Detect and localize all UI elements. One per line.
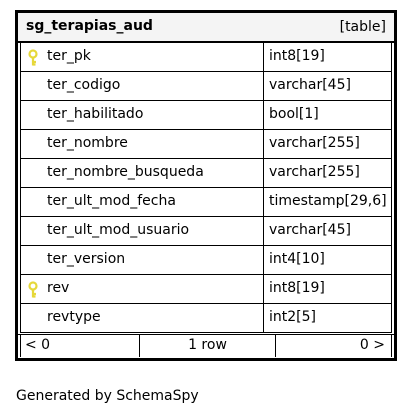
column-type: int2[5] — [269, 309, 316, 325]
column-name: ter_pk — [47, 48, 91, 64]
column-type: int8[19] — [269, 280, 325, 296]
column-name: ter_habilitado — [47, 106, 144, 122]
column-type-cell: int2[5] — [264, 304, 392, 332]
column-name-cell: ter_ult_mod_usuario — [20, 217, 264, 245]
key-icon — [28, 281, 38, 298]
column-type: varchar[255] — [269, 164, 360, 180]
column-type: timestamp[29,6] — [269, 193, 387, 209]
column-name: ter_ult_mod_fecha — [47, 193, 176, 209]
column-name-cell: ter_ult_mod_fecha — [20, 188, 264, 216]
row-count: 1 row — [140, 335, 276, 357]
column-type: varchar[255] — [269, 135, 360, 151]
column-name-cell: ter_codigo — [20, 72, 264, 100]
column-type: varchar[45] — [269, 77, 351, 93]
column-name: ter_nombre — [47, 135, 128, 151]
column-type: int8[19] — [269, 48, 325, 64]
column-row[interactable]: ter_ult_mod_usuario varchar[45] — [20, 217, 392, 246]
column-name-cell: ter_pk — [20, 43, 264, 71]
column-row[interactable]: ter_ult_mod_fecha timestamp[29,6] — [20, 188, 392, 217]
column-row[interactable]: ter_nombre varchar[255] — [20, 130, 392, 159]
column-name: revtype — [47, 309, 101, 325]
column-name-cell: ter_nombre — [20, 130, 264, 158]
column-name-cell: ter_habilitado — [20, 101, 264, 129]
column-row[interactable]: ter_nombre_busqueda varchar[255] — [20, 159, 392, 188]
column-row[interactable]: ter_habilitado bool[1] — [20, 101, 392, 130]
column-type: bool[1] — [269, 106, 319, 122]
column-type: int4[10] — [269, 251, 325, 267]
column-row[interactable]: ter_pk int8[19] — [20, 43, 392, 72]
column-type-cell: varchar[255] — [264, 159, 392, 187]
column-name: ter_codigo — [47, 77, 121, 93]
column-type-cell: varchar[45] — [264, 72, 392, 100]
column-row[interactable]: ter_version int4[10] — [20, 246, 392, 275]
key-icon — [28, 49, 38, 66]
column-name-cell: ter_nombre_busqueda — [20, 159, 264, 187]
table-kind: [table] — [339, 19, 386, 35]
column-name: ter_nombre_busqueda — [47, 164, 204, 180]
column-row[interactable]: rev int8[19] — [20, 275, 392, 304]
column-name-cell: rev — [20, 275, 264, 303]
column-name-cell: revtype — [20, 304, 264, 332]
column-type-cell: bool[1] — [264, 101, 392, 129]
children-count: 0 > — [276, 335, 392, 357]
column-type: varchar[45] — [269, 222, 351, 238]
column-name-cell: ter_version — [20, 246, 264, 274]
column-name: rev — [47, 280, 70, 296]
column-type-cell: int4[10] — [264, 246, 392, 274]
parents-count: < 0 — [20, 335, 140, 357]
column-type-cell: int8[19] — [264, 275, 392, 303]
column-name: ter_version — [47, 251, 126, 267]
column-type-cell: int8[19] — [264, 43, 392, 71]
column-type-cell: timestamp[29,6] — [264, 188, 392, 216]
column-row[interactable]: ter_codigo varchar[45] — [20, 72, 392, 101]
column-list: ter_pk int8[19] ter_codigo varchar[45] ter_h… — [18, 43, 394, 333]
table-header: sg_terapias_aud [table] — [18, 13, 394, 43]
column-name: ter_ult_mod_usuario — [47, 222, 190, 238]
generated-by-caption: Generated by SchemaSpy — [16, 388, 199, 404]
column-type-cell: varchar[255] — [264, 130, 392, 158]
column-row[interactable]: revtype int2[5] — [20, 304, 392, 333]
column-type-cell: varchar[45] — [264, 217, 392, 245]
table-footer: < 0 1 row 0 > — [18, 334, 394, 358]
table-name: sg_terapias_aud — [26, 18, 153, 34]
